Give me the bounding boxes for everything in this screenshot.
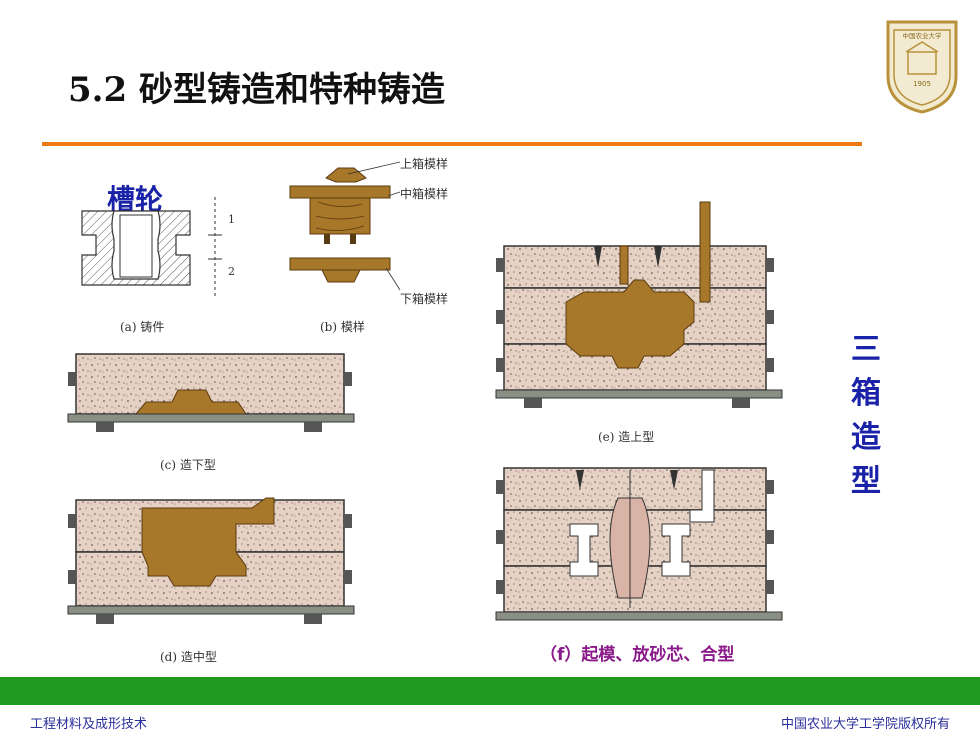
dimension-mark-1: 1 (228, 213, 235, 226)
caption-c: (c) 造下型 (160, 458, 216, 472)
logo-year: 1905 (913, 80, 931, 88)
figure-a-casting: 1 2 (81, 197, 235, 299)
callout-upper-pattern: 上箱模样 (400, 157, 449, 171)
three-flask-molding-label: 三箱造型 (846, 328, 886, 504)
caption-d: (d) 造中型 (160, 650, 217, 664)
university-logo: 中国农业大学 1905 (886, 20, 958, 114)
caption-e: (e) 造上型 (598, 430, 655, 444)
footer-course-name: 工程材料及成形技术 (30, 717, 148, 732)
figure-e-upper-mold (495, 201, 783, 408)
dimension-mark-2: 2 (228, 265, 235, 278)
caption-f: （f）起模、放砂芯、合型 (540, 645, 735, 665)
callout-leaders (347, 161, 401, 291)
figure-f-mold-closing (495, 467, 783, 621)
figure-d-middle-mold (67, 497, 355, 624)
figure-c-lower-mold (67, 353, 355, 432)
callout-lower-pattern: 下箱模样 (400, 292, 449, 306)
title-divider (42, 142, 862, 146)
vertical-label-text: 三箱造型 (851, 332, 881, 499)
logo-name: 中国农业大学 (903, 31, 943, 40)
caption-b: (b) 模样 (320, 320, 365, 334)
footer-bar (0, 677, 980, 705)
caption-a: (a) 铸件 (120, 320, 165, 334)
figure-b-pattern (289, 167, 391, 283)
footer-copyright: 中国农业大学工学院版权所有 (780, 717, 950, 732)
callout-middle-pattern: 中箱模样 (400, 187, 449, 201)
slide-title: 5.2 砂型铸造和特种铸造 (68, 70, 445, 110)
